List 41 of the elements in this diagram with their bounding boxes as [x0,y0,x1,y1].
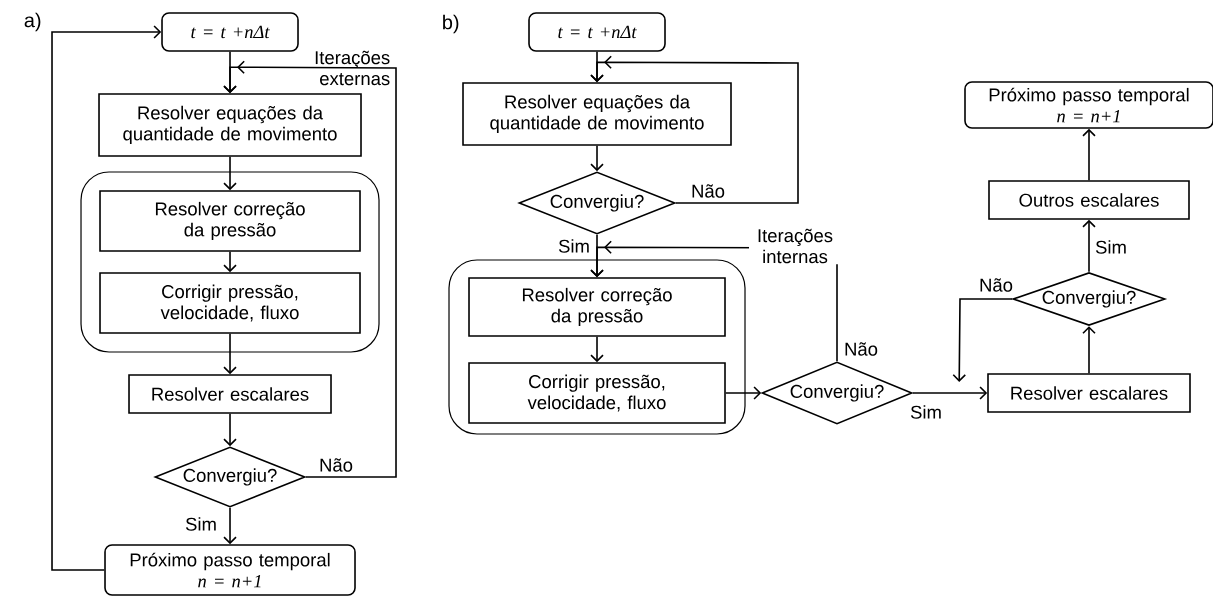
process-box: Outros escalares [988,180,1190,220]
arrow [223,507,237,545]
panel-label: a) [24,12,41,32]
terminal-box: t = t +nΔt [161,12,299,52]
arrow [1082,128,1096,181]
process-box: Resolver equações da quantidade de movimento [98,93,362,157]
arrow [590,55,799,204]
arrow [223,60,397,478]
arrow [912,386,988,400]
process-box: Corrigir pressão, velocidade, fluxo [468,362,726,424]
group-frame [80,171,380,353]
process-box: Resolver correção da pressão [99,190,361,252]
arrow [1082,219,1096,273]
arrow [223,251,237,273]
edge-label: Não [318,457,354,473]
process-box: Resolver escalares [987,373,1191,413]
terminal-box: Próximo passo temporal n = n+1 [964,81,1213,129]
loop-label: Iterações internas [749,227,841,265]
arrow [952,298,1013,382]
terminal-box: t = t +nΔt [528,12,666,52]
edge-label: Não [690,183,726,199]
edge-label: Sim [1094,239,1128,255]
arrow [1082,326,1096,374]
process-box: Resolver escalares [128,374,332,414]
arrow [590,336,604,363]
loop-label: Iterações externas [315,50,390,86]
process-box: Resolver correção da pressão [468,277,726,337]
group-frame [448,259,746,435]
terminal-box: Próximo passo temporal n = n+1 [104,544,356,596]
process-box: Corrigir pressão, velocidade, fluxo [99,272,361,334]
arrow [51,25,162,571]
edge-label: Sim [184,516,218,532]
process-box: Resolver equações da quantidade de movimento [462,82,732,146]
edge-label: Sim [557,238,591,254]
edge-label: Não [843,341,879,357]
arrow [725,386,762,400]
arrow [223,333,237,375]
panel-label: b) [443,14,459,34]
arrow [590,145,604,172]
arrow [223,156,237,191]
arrow [223,413,237,447]
